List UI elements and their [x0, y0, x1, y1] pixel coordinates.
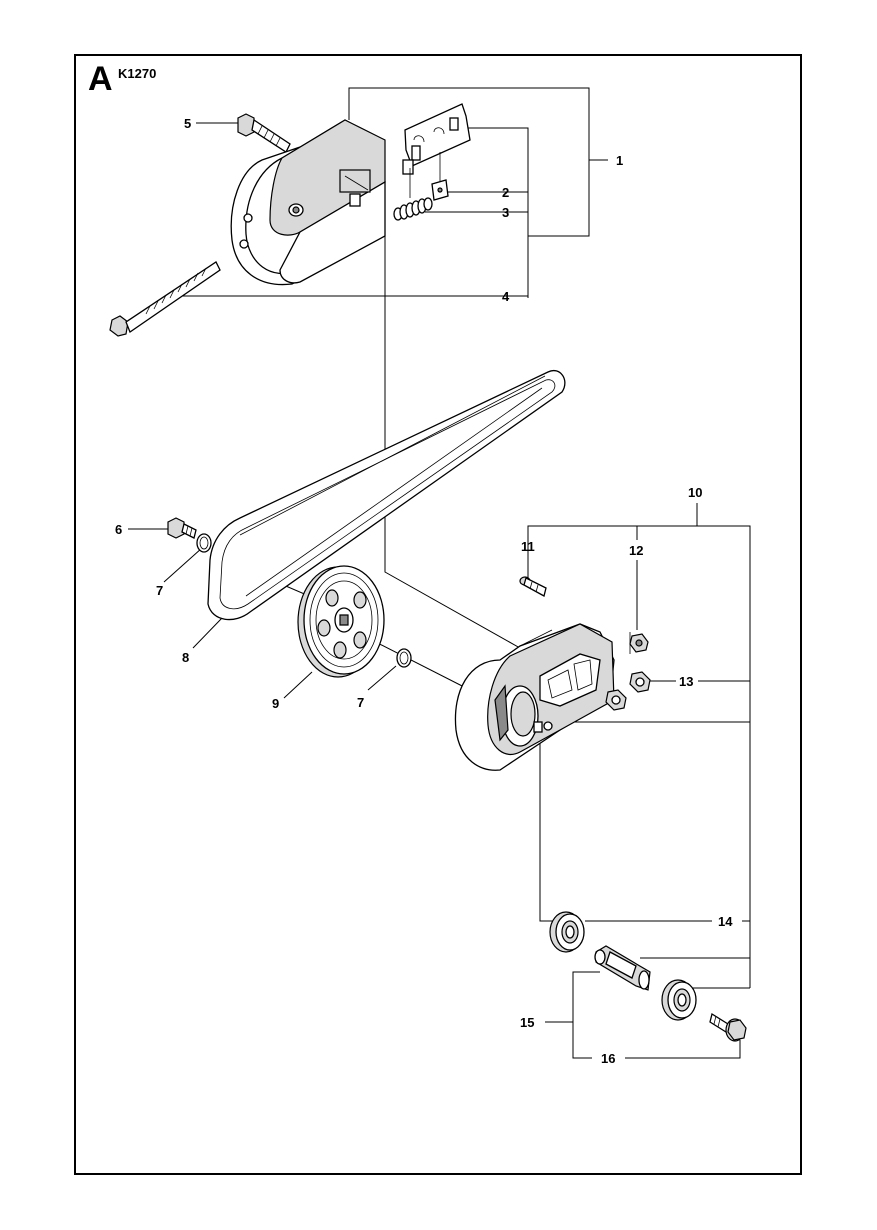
leader-lines: [128, 87, 751, 1059]
section-letter: A: [88, 60, 113, 98]
nut-part-13: [605, 671, 651, 711]
bolt-part-5: [237, 113, 291, 153]
screw-part-11: [519, 576, 547, 597]
callout-7-right: 7: [357, 695, 364, 710]
callout-1: 1: [616, 153, 623, 168]
small-bolt-part-6: [167, 517, 197, 539]
callout-12: 12: [629, 543, 643, 558]
callout-3: 3: [502, 205, 509, 220]
o-ring-part-7-left: [196, 533, 212, 553]
shaft-part-15: [594, 945, 651, 991]
bearing-part-14-b: [661, 979, 697, 1021]
callout-2: 2: [502, 185, 509, 200]
callout-10: 10: [688, 485, 702, 500]
clip-plate-part-2: [402, 103, 471, 201]
long-screw-part-4: [109, 261, 221, 337]
bolt-part-16: [709, 1012, 747, 1042]
callout-labels: 1 2 3 4 5 6 7 7 8 9 10 11 12 13 14 15 16: [115, 116, 733, 1066]
callout-8: 8: [182, 650, 189, 665]
callout-16: 16: [601, 1051, 615, 1066]
callout-13: 13: [679, 674, 693, 689]
nut-part-12: [629, 632, 649, 654]
bearing-part-14-a: [549, 911, 585, 953]
callout-15: 15: [520, 1015, 534, 1030]
model-code: K1270: [118, 66, 157, 81]
diagram-frame: [74, 54, 802, 1175]
callout-14: 14: [718, 914, 733, 929]
callout-9: 9: [272, 696, 279, 711]
pulley-part-9: [297, 565, 385, 678]
callout-11: 11: [521, 539, 535, 554]
callout-5: 5: [184, 116, 191, 131]
o-ring-part-7-right: [396, 648, 412, 668]
callout-4: 4: [502, 289, 510, 304]
drive-belt-part-8: [207, 369, 566, 621]
callout-7-left: 7: [156, 583, 163, 598]
belt-guard-part-10: [454, 623, 615, 771]
callout-6: 6: [115, 522, 122, 537]
spring-part-3: [393, 168, 433, 221]
belt-guard-cover-part-1: [230, 119, 386, 286]
